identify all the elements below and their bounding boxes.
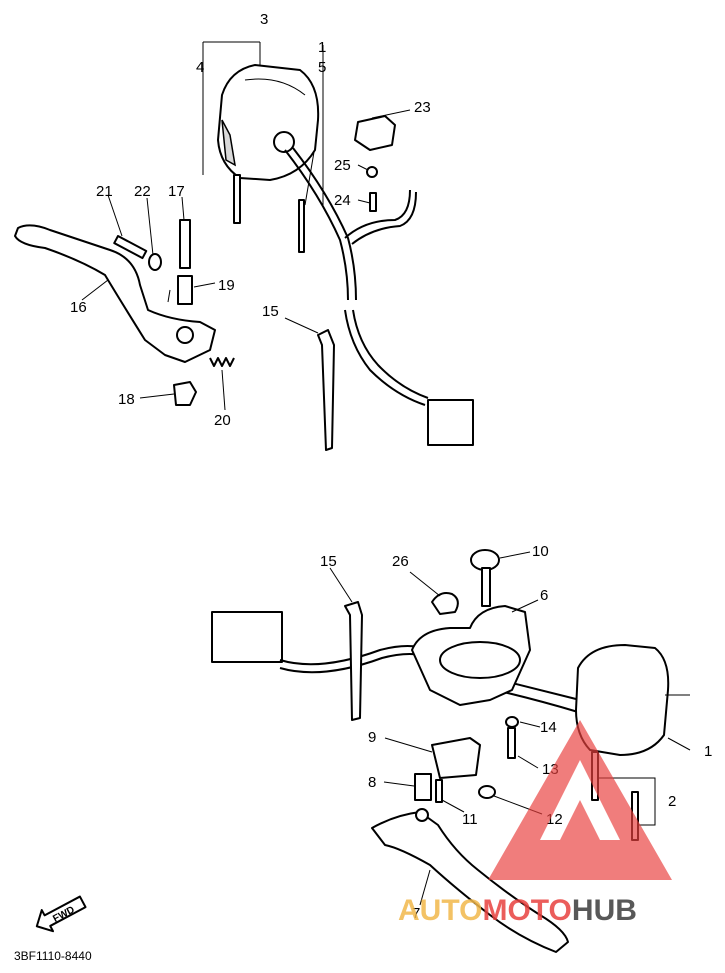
forward-arrow-icon: FWD xyxy=(35,895,87,933)
label-15-upper: 15 xyxy=(262,303,279,320)
bolt-17 xyxy=(179,219,191,269)
label-24: 24 xyxy=(334,192,351,209)
label-2: 2 xyxy=(668,793,676,810)
brand-moto: MOTO xyxy=(482,894,571,927)
upper-wire-harness xyxy=(284,147,429,406)
label-7: 7 xyxy=(412,905,420,922)
label-6: 6 xyxy=(540,587,548,604)
label-22: 22 xyxy=(134,183,151,200)
label-15-lower: 15 xyxy=(320,553,337,570)
bolt-13 xyxy=(507,727,516,759)
nut-22 xyxy=(148,253,162,271)
label-8: 8 xyxy=(368,774,376,791)
nut-14 xyxy=(505,716,519,728)
label-25: 25 xyxy=(334,157,351,174)
diagram-code: 3BF1110-8440 xyxy=(14,949,92,963)
label-10: 10 xyxy=(532,543,549,560)
front-brake-switch xyxy=(431,737,481,779)
watermark-triangle-icon xyxy=(488,720,672,880)
cable-tie-upper xyxy=(317,329,335,451)
cable-tie-lower xyxy=(344,601,363,721)
brake-lever xyxy=(371,811,569,953)
part-labels: 3 4 1 5 23 25 24 21 22 17 19 16 15 18 20… xyxy=(70,11,712,922)
lower-coupler xyxy=(211,611,283,663)
clutch-lever xyxy=(14,224,216,363)
bolt-21 xyxy=(113,235,148,260)
nut-12 xyxy=(478,785,496,799)
screw-24 xyxy=(369,192,377,212)
watermark-logo: AUTOMOTOHUB xyxy=(398,720,672,927)
cap-26 xyxy=(431,592,459,615)
label-21: 21 xyxy=(96,183,113,200)
screw-11 xyxy=(435,779,443,803)
washer-25 xyxy=(366,166,378,178)
left-switch-housing xyxy=(217,64,320,181)
collar-19 xyxy=(177,275,193,305)
label-1-lower: 1 xyxy=(704,743,712,760)
svg-text:AUTOMOTOHUB: AUTOMOTOHUB xyxy=(398,894,637,927)
screw-5 xyxy=(298,199,305,253)
label-14: 14 xyxy=(540,719,557,736)
label-20: 20 xyxy=(214,412,231,429)
label-17: 17 xyxy=(168,183,185,200)
screw-4 xyxy=(233,174,241,224)
label-16: 16 xyxy=(70,299,87,316)
brake-switch xyxy=(354,115,396,151)
label-5: 5 xyxy=(318,59,326,76)
label-3: 3 xyxy=(260,11,268,28)
label-23: 23 xyxy=(414,99,431,116)
label-9: 9 xyxy=(368,729,376,746)
nut-18 xyxy=(173,381,197,406)
label-4: 4 xyxy=(196,59,204,76)
label-18: 18 xyxy=(118,391,135,408)
leader-lines xyxy=(81,41,691,906)
fwd-label: FWD xyxy=(51,904,76,924)
collar-8 xyxy=(414,773,432,801)
brand-hub: HUB xyxy=(572,894,637,927)
label-26: 26 xyxy=(392,553,409,570)
label-11: 11 xyxy=(462,811,478,828)
label-19: 19 xyxy=(218,277,235,294)
label-1-upper: 1 xyxy=(318,39,326,56)
spring-20 xyxy=(209,357,235,367)
brand-auto: AUTO xyxy=(398,894,482,927)
upper-coupler xyxy=(427,399,474,446)
